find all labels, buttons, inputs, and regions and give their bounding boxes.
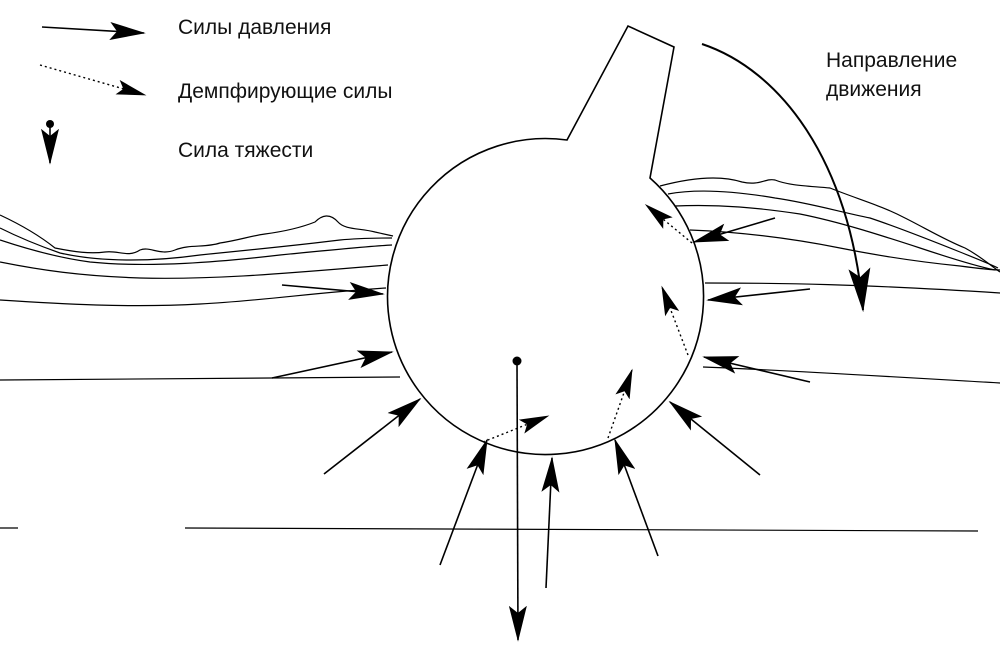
legend-gravity-label: Сила тяжести (178, 139, 314, 162)
soil-layers-left (0, 214, 401, 529)
gravity-force-arrow (508, 356, 527, 642)
legend-gravity-arrow-icon (41, 120, 59, 165)
legend-pressure-label: Силы давления (178, 16, 332, 39)
pressure-force-arrows (271, 217, 811, 589)
motion-direction-arrow (701, 43, 871, 313)
legend-damping-label: Демпфирующие силы (178, 80, 393, 103)
legend-symbols (39, 22, 147, 165)
damping-force-arrows (482, 204, 693, 443)
ball-with-shaft (386, 24, 705, 456)
legend-damping-arrow-icon (39, 64, 147, 96)
soil-layers-right (184, 177, 1000, 532)
motion-direction-label: Направление движения (826, 49, 958, 102)
legend-pressure-arrow-icon (41, 22, 146, 40)
